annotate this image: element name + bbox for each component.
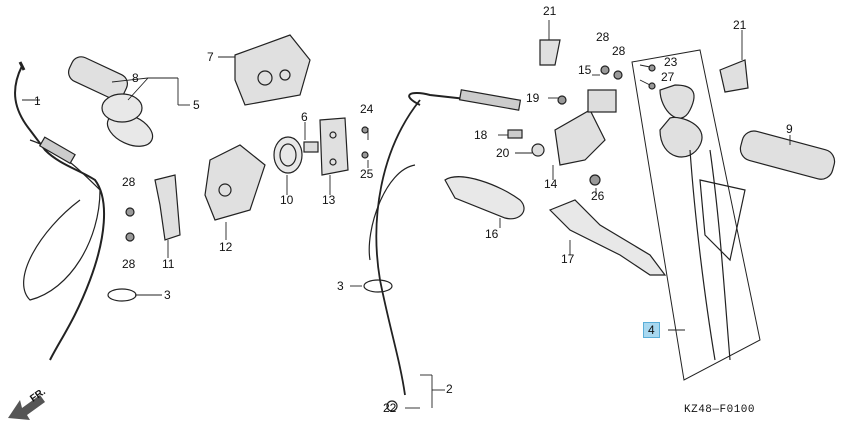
stop-switch-assembly (631, 49, 761, 381)
washer-27 (648, 82, 656, 90)
callout-2[interactable]: 2 (446, 382, 453, 396)
callout-12[interactable]: 12 (219, 240, 233, 254)
callout-21a[interactable]: 21 (543, 4, 557, 18)
callout-9[interactable]: 9 (786, 122, 793, 136)
clutch-cable (368, 89, 522, 412)
callout-3b[interactable]: 3 (337, 279, 344, 293)
callout-24[interactable]: 24 (360, 102, 374, 116)
throttle-housing-lower (204, 144, 266, 221)
holder-clamp (125, 174, 181, 242)
callout-27[interactable]: 27 (661, 70, 675, 84)
callout-19[interactable]: 19 (526, 91, 540, 105)
screw-25 (361, 151, 369, 159)
diagram-code: KZ48—F0100 (684, 404, 756, 416)
callout-20[interactable]: 20 (496, 146, 510, 160)
throttle-cable (14, 61, 105, 361)
throttle-housing (234, 34, 311, 106)
callout-28c[interactable]: 28 (596, 30, 610, 44)
callout-1[interactable]: 1 (34, 94, 41, 108)
clutch-lever (548, 199, 667, 276)
nut-26 (589, 174, 601, 186)
screw-28a (600, 65, 610, 75)
callout-28a[interactable]: 28 (122, 175, 136, 189)
screw-24 (361, 126, 369, 134)
callout-4-highlighted[interactable]: 4 (643, 322, 660, 338)
callout-7[interactable]: 7 (207, 50, 214, 64)
throttle-grip (68, 56, 154, 147)
callout-3a[interactable]: 3 (164, 288, 171, 302)
callout-26[interactable]: 26 (591, 189, 605, 203)
throttle-cover (319, 117, 349, 176)
pin-19 (557, 95, 567, 105)
callout-22[interactable]: 22 (383, 401, 397, 415)
screw-23 (648, 64, 656, 72)
adjuster-bolts (507, 129, 545, 157)
holder-band-left (539, 39, 561, 66)
lever-cover (444, 176, 525, 220)
callout-14[interactable]: 14 (544, 177, 558, 191)
callout-28b[interactable]: 28 (122, 257, 136, 271)
callout-21b[interactable]: 21 (733, 18, 747, 32)
callout-15[interactable]: 15 (578, 63, 592, 77)
cable-clip-left (107, 288, 137, 302)
callout-5[interactable]: 5 (193, 98, 200, 112)
callout-8[interactable]: 8 (132, 71, 139, 85)
callout-18[interactable]: 18 (474, 128, 488, 142)
callout-13[interactable]: 13 (322, 193, 336, 207)
lever-bracket (554, 89, 617, 166)
callout-11[interactable]: 11 (162, 257, 175, 271)
screw-28b (613, 70, 623, 80)
callout-6[interactable]: 6 (301, 110, 308, 124)
holder-band-right (719, 59, 749, 93)
cable-clip-center (363, 279, 393, 293)
callout-17[interactable]: 17 (561, 252, 575, 266)
callout-28d[interactable]: 28 (612, 44, 626, 58)
front-direction-arrow (8, 395, 45, 420)
callout-23[interactable]: 23 (664, 55, 678, 69)
callout-25[interactable]: 25 (360, 167, 374, 181)
handlebar-grip-right (739, 130, 836, 180)
callout-16[interactable]: 16 (485, 227, 499, 241)
callout-10[interactable]: 10 (280, 193, 294, 207)
throttle-pulley (273, 136, 319, 174)
